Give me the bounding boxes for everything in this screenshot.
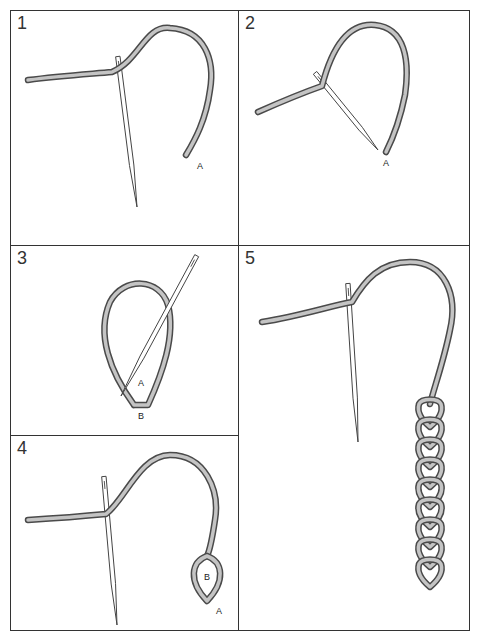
step-panel: 4 (10, 435, 239, 631)
needle-eye (104, 481, 106, 489)
thread-outline (104, 284, 170, 405)
thread-outline (28, 455, 216, 556)
thread (104, 284, 170, 405)
step-panel: 5 (238, 245, 470, 631)
needle (346, 283, 358, 442)
step-number: 4 (17, 439, 27, 457)
point-label: A (215, 607, 223, 616)
thread (194, 556, 220, 601)
step-number: 3 (17, 249, 27, 267)
needle-eye (191, 260, 195, 267)
thread-outline (28, 28, 211, 155)
thread (258, 25, 407, 152)
thread (28, 455, 216, 556)
thread-outline (262, 262, 452, 404)
thread-outline (418, 560, 441, 588)
needle (102, 476, 117, 625)
step-panel: 2 (238, 10, 470, 246)
step-number: 2 (245, 14, 255, 32)
point-label: A (137, 379, 145, 388)
needle (116, 56, 137, 207)
point-label: A (382, 159, 390, 168)
step-number: 5 (245, 249, 255, 267)
thread (262, 262, 452, 404)
point-label: A (196, 162, 204, 171)
needle (121, 255, 199, 396)
point-label: B (203, 573, 211, 582)
thread (28, 28, 211, 155)
step-number: 1 (17, 14, 27, 32)
thread (418, 560, 441, 588)
thread-outline (258, 25, 407, 152)
thread-outline (194, 556, 220, 601)
needle-eye (348, 288, 350, 296)
step-panel: 1 (10, 10, 239, 246)
point-label: B (137, 412, 145, 421)
step-panel: 3 (10, 245, 239, 436)
